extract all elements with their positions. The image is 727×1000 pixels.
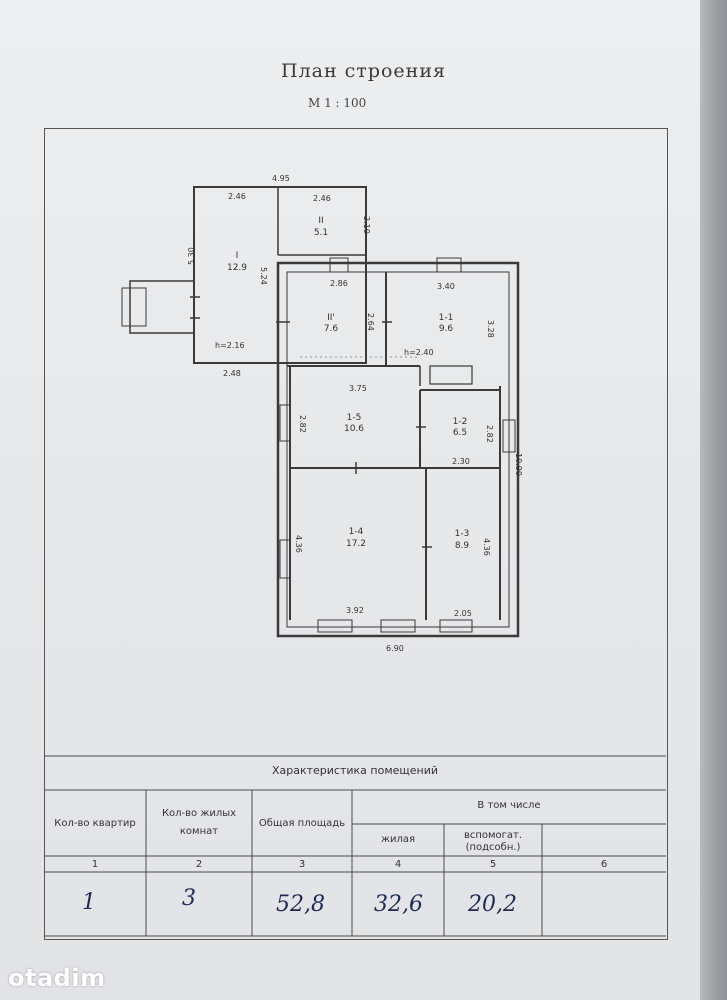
value-apartments: 1	[82, 890, 96, 915]
dimension: 3.75	[349, 384, 367, 393]
dimension: 2.10	[362, 216, 371, 234]
room-area: 12.9	[227, 263, 247, 273]
dimension: 2.48	[223, 369, 241, 378]
column-number: 5	[489, 859, 497, 870]
dimension: 2.46	[313, 194, 331, 203]
column-number: 2	[195, 859, 203, 870]
column-number: 1	[91, 859, 99, 870]
drawing-frame	[44, 128, 668, 940]
window	[317, 619, 353, 633]
value-total-area: 52,8	[276, 892, 325, 917]
window	[279, 539, 291, 579]
stove	[429, 365, 473, 385]
room-label: II'	[327, 313, 335, 323]
dimension: 3.28	[486, 320, 495, 338]
dimension: 2.64	[366, 313, 375, 331]
header-living-rooms-2: комнат	[179, 826, 219, 837]
header-living: жилая	[380, 834, 416, 845]
room-area: 7.6	[324, 324, 339, 334]
window	[436, 257, 462, 273]
window	[380, 619, 416, 633]
dimension: 4.95	[272, 174, 290, 183]
header-including: В том числе	[477, 800, 541, 811]
main-outline	[276, 261, 520, 638]
porch-steps	[121, 287, 147, 327]
window	[329, 257, 349, 273]
room-label: II	[318, 216, 323, 226]
room-label: 1-1	[439, 313, 454, 323]
header-total-area: Общая площадь	[258, 818, 346, 829]
dimension: 5.24	[259, 267, 268, 285]
value-living-rooms: 3	[182, 886, 196, 911]
table-title: Характеристика помещений	[271, 764, 439, 777]
room-area: 8.9	[455, 541, 470, 551]
room-area: 17.2	[346, 539, 366, 549]
dimension: 5.30	[187, 247, 196, 265]
column-number: 4	[394, 859, 402, 870]
room-label: 1-5	[347, 413, 362, 423]
header-apartments: Кол-во квартир	[54, 818, 136, 829]
room-area: 5.1	[314, 228, 328, 238]
header-auxiliary-2: (подсобн.)	[465, 842, 521, 853]
header-living-rooms: Кол-во жилых	[161, 808, 237, 819]
dimension: 2.46	[228, 192, 246, 201]
page-edge	[700, 0, 727, 1000]
room-label: 1-3	[455, 529, 470, 539]
dimension: 4.36	[482, 538, 491, 556]
floor-plan: I 12.9 II 5.1 II' 7.6 1-1 9.6 1-5 10.6 1…	[121, 174, 523, 653]
dimension: 4.36	[294, 535, 303, 553]
room-label: 1-4	[349, 527, 364, 537]
dimension: h=2.40	[404, 348, 434, 357]
dimension: 6.90	[386, 644, 404, 653]
window	[279, 404, 291, 442]
window	[502, 419, 516, 453]
dimension: 2.05	[454, 609, 472, 618]
header-auxiliary: вспомогат.	[463, 830, 523, 841]
dimension: 3.92	[346, 606, 364, 615]
dimension: 2.30	[452, 457, 470, 466]
watermark-logo: otadim	[8, 964, 106, 992]
dimension: h=2.16	[215, 341, 245, 350]
room-area: 6.5	[453, 428, 467, 438]
value-auxiliary: 20,2	[468, 892, 517, 917]
dimension: 2.86	[330, 279, 348, 288]
column-number: 6	[600, 859, 608, 870]
scale-label: М 1 : 100	[308, 96, 367, 110]
window	[439, 619, 473, 633]
dimension: 3.40	[437, 282, 455, 291]
room-area: 10.6	[344, 424, 364, 434]
dimension: 2.82	[298, 415, 307, 433]
value-living: 32,6	[374, 892, 423, 917]
column-number: 3	[298, 859, 306, 870]
dimension: 2.82	[485, 425, 494, 443]
room-label: 1-2	[453, 417, 468, 427]
main-inner	[286, 271, 510, 628]
dimension: 10.90	[514, 453, 523, 476]
porch	[129, 280, 195, 334]
room-label: I	[236, 251, 239, 261]
annex-outline	[193, 186, 367, 364]
document-sheet	[0, 0, 700, 1000]
document-title: План строения	[281, 60, 446, 82]
room-area: 9.6	[439, 324, 454, 334]
